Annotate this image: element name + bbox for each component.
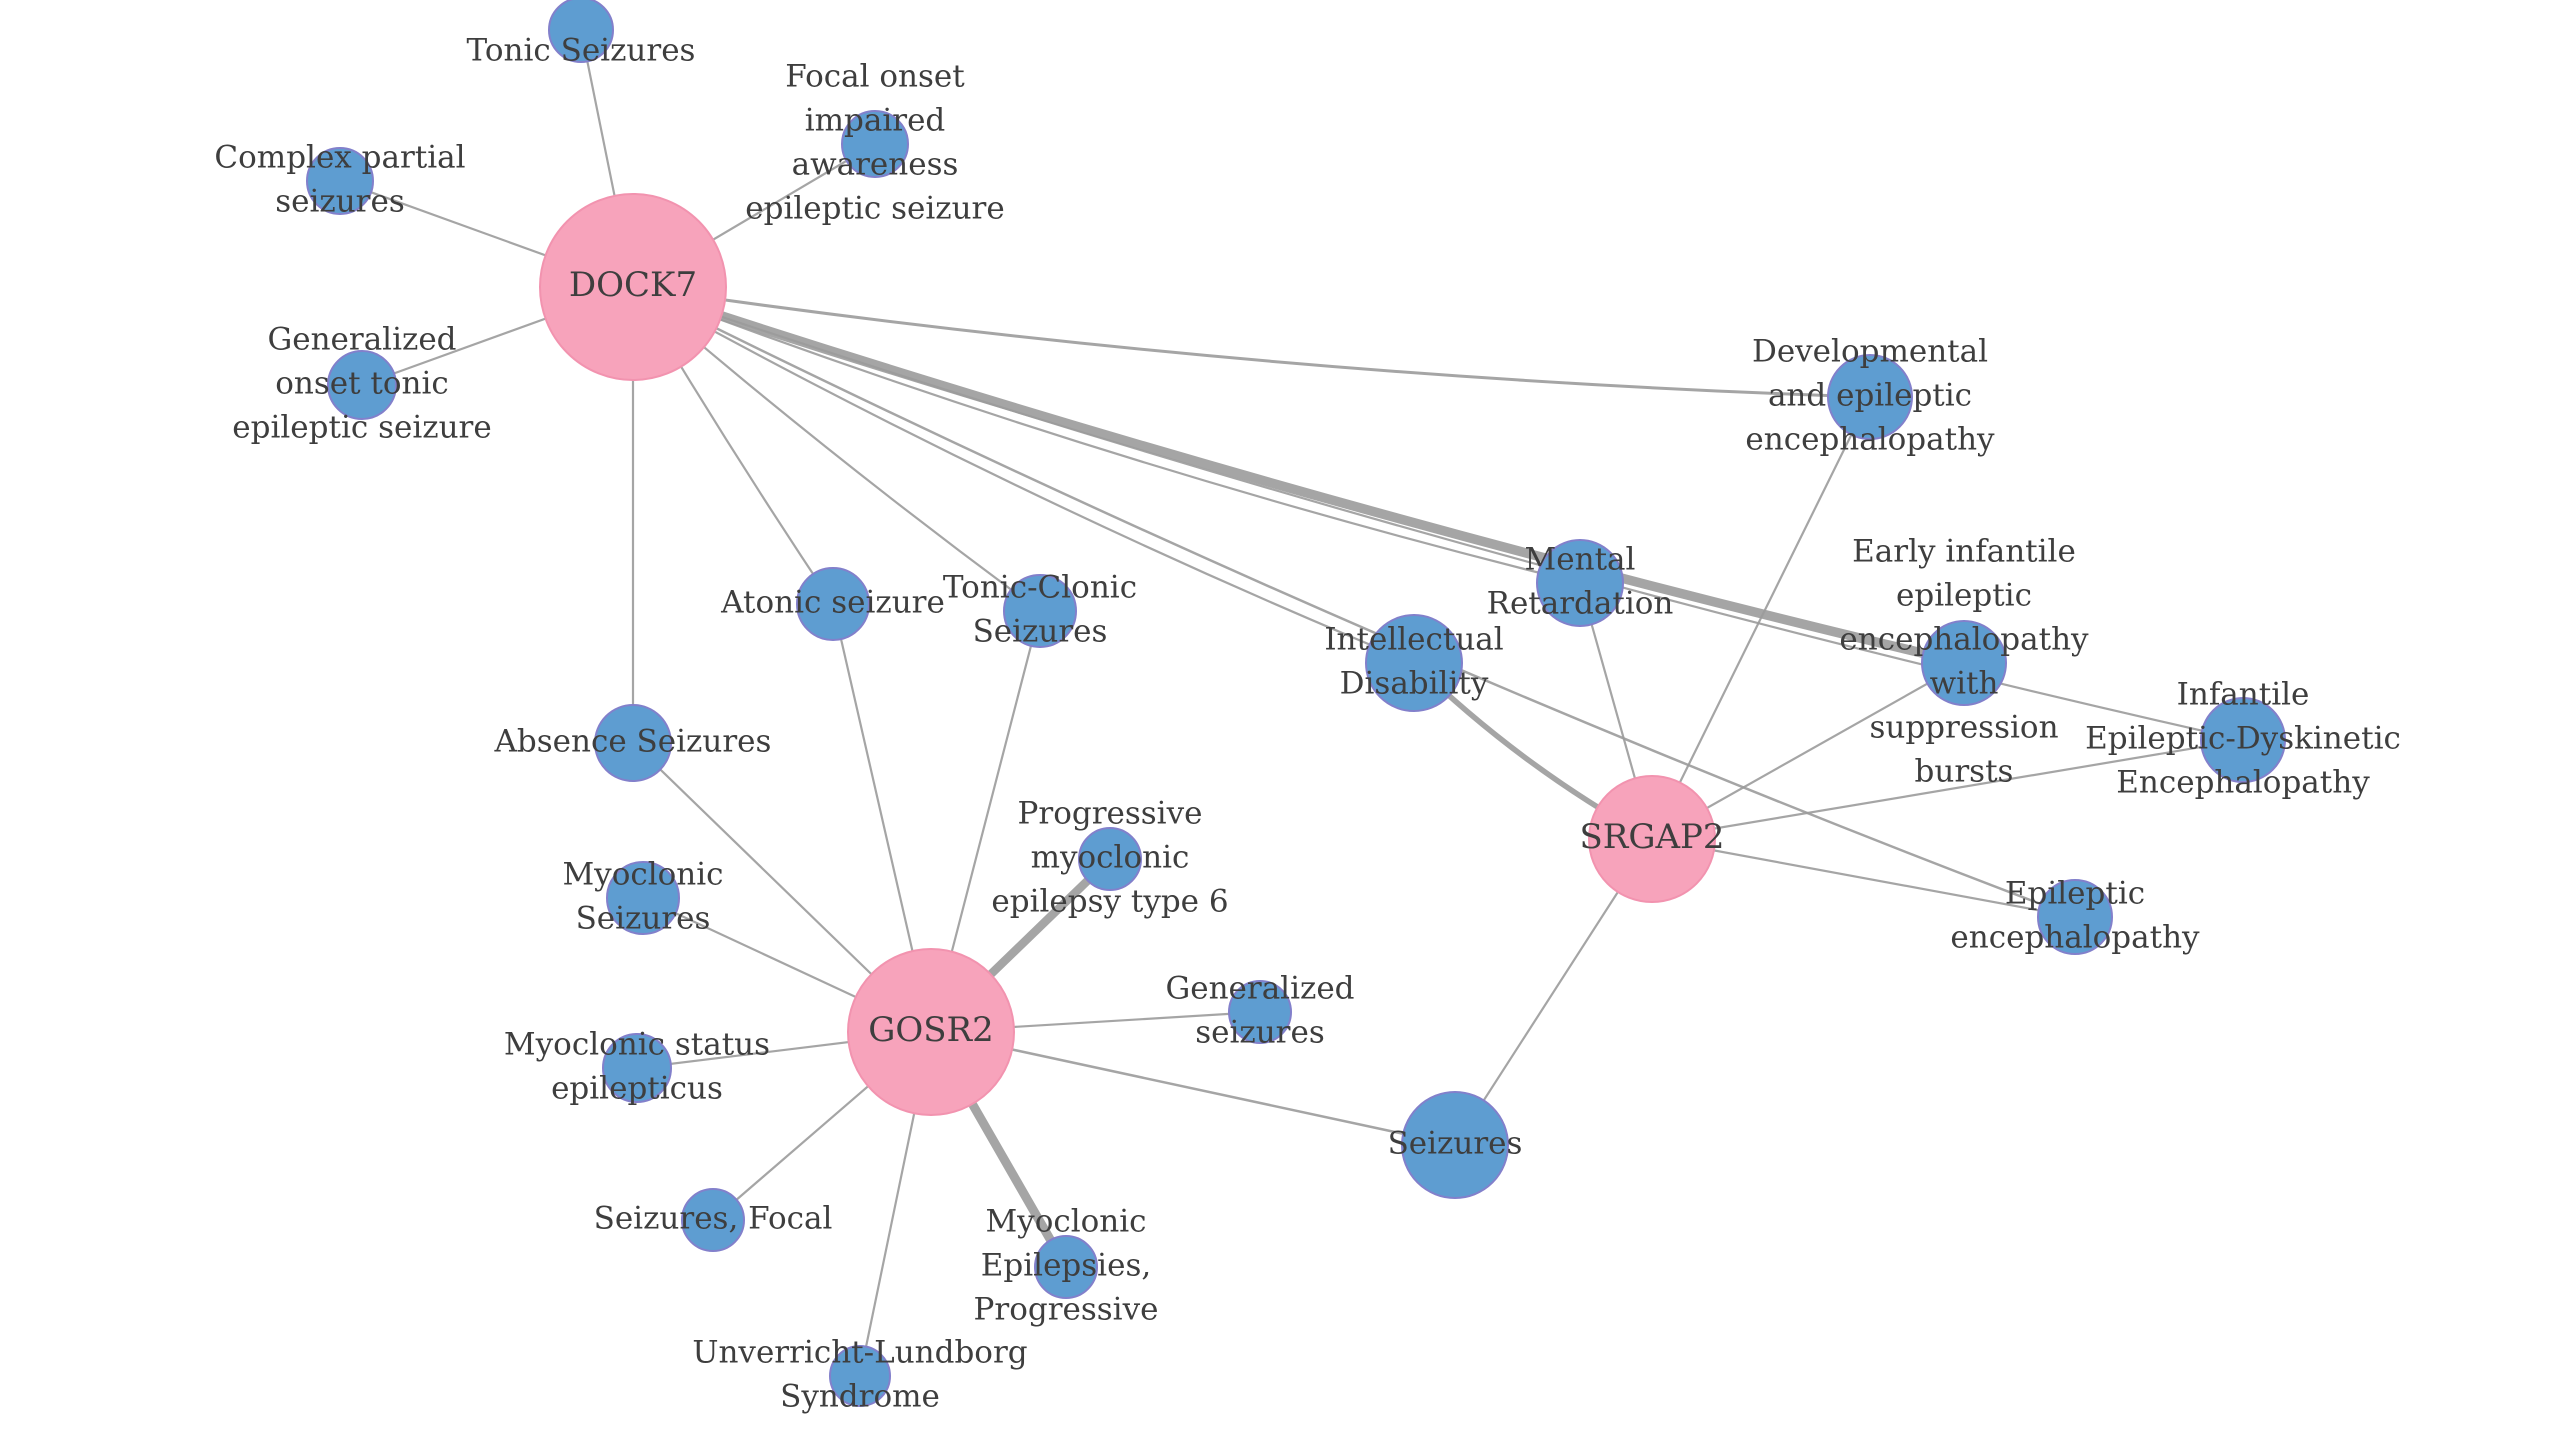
node-dev-epileptic-enceph[interactable] (1827, 354, 1913, 440)
node-focal-onset-impaired[interactable] (841, 110, 909, 178)
node-intellectual-disability[interactable] (1365, 614, 1463, 712)
edge-srgap2--epileptic-enceph (1650, 837, 2077, 919)
node-tonic-clonic[interactable] (1003, 574, 1077, 648)
node-myoclonic-status[interactable] (602, 1033, 672, 1103)
node-generalized-seizures[interactable] (1228, 980, 1292, 1044)
node-complex-partial[interactable] (306, 147, 374, 215)
node-absence-seizures[interactable] (594, 704, 672, 782)
edge-srgap2--infantile-dyskinetic (1650, 738, 2245, 841)
node-seizures-focal[interactable] (681, 1188, 745, 1252)
node-tonic-seizures[interactable] (548, 0, 614, 63)
node-seizures[interactable] (1401, 1091, 1509, 1199)
edge-dock7--mental-retardation (631, 285, 1582, 585)
node-epileptic-enceph[interactable] (2037, 879, 2113, 955)
node-mental-retardation[interactable] (1536, 539, 1624, 627)
node-atonic-seizure[interactable] (796, 567, 870, 641)
node-dock7[interactable] (539, 193, 727, 381)
edge-dock7--intellectual-disability (631, 285, 1416, 665)
node-myoclonic-seizures[interactable] (606, 861, 680, 935)
node-infantile-dyskinetic[interactable] (2200, 697, 2286, 783)
node-srgap2[interactable] (1588, 775, 1716, 903)
node-myoclonic-epilepsies[interactable] (1034, 1235, 1098, 1299)
edge-srgap2--dev-epileptic-enceph (1650, 395, 1872, 841)
node-eiee-suppression-bursts[interactable] (1921, 620, 2007, 706)
node-prog-myoclonic-6[interactable] (1078, 827, 1142, 891)
nodes-layer (306, 0, 2286, 1407)
node-gosr2[interactable] (847, 948, 1015, 1116)
node-unverricht-lundborg[interactable] (829, 1345, 891, 1407)
edge-dock7--epileptic-enceph (631, 285, 2077, 919)
node-generalized-onset-tonic[interactable] (327, 350, 397, 420)
edge-dock7--dev-epileptic-enceph (631, 285, 1872, 399)
